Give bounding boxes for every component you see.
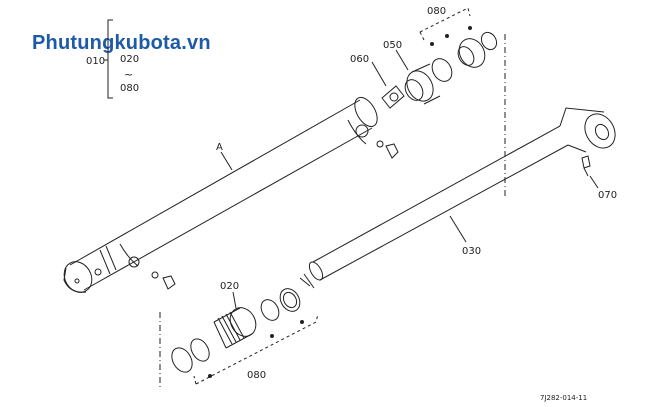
label-060: 060 [350,54,369,65]
watermark-text: Phutungkubota.vn [32,32,211,54]
label-030: 030 [462,246,481,257]
drawing-code: 7J282-014-11 [540,394,587,402]
leader-030 [449,215,467,243]
top-parts [381,31,498,109]
label-080-top: 080 [427,6,446,17]
callout-020: 020 [120,54,139,65]
cylinder-tube [63,96,378,293]
bottom-parts [171,288,301,373]
leader-020 [232,291,237,309]
label-050: 050 [383,40,402,51]
grease-fittings-tube [151,140,399,290]
label-080-bottom: 080 [247,370,266,381]
callout-tilde: ~ [124,68,133,81]
piston-rod [299,107,616,289]
assembly-callout: 010 020 ~ 080 [86,19,139,99]
label-a: A [216,142,223,153]
leader-070 [589,175,599,189]
bracket-080-bottom [195,313,319,385]
label-070: 070 [598,190,617,201]
leader-a [220,151,233,171]
leader-050 [395,49,409,71]
callout-010: 010 [86,56,105,67]
label-020: 020 [220,281,239,292]
leader-060 [371,61,387,87]
callout-080: 080 [120,83,139,94]
grease-nipple [581,155,591,177]
